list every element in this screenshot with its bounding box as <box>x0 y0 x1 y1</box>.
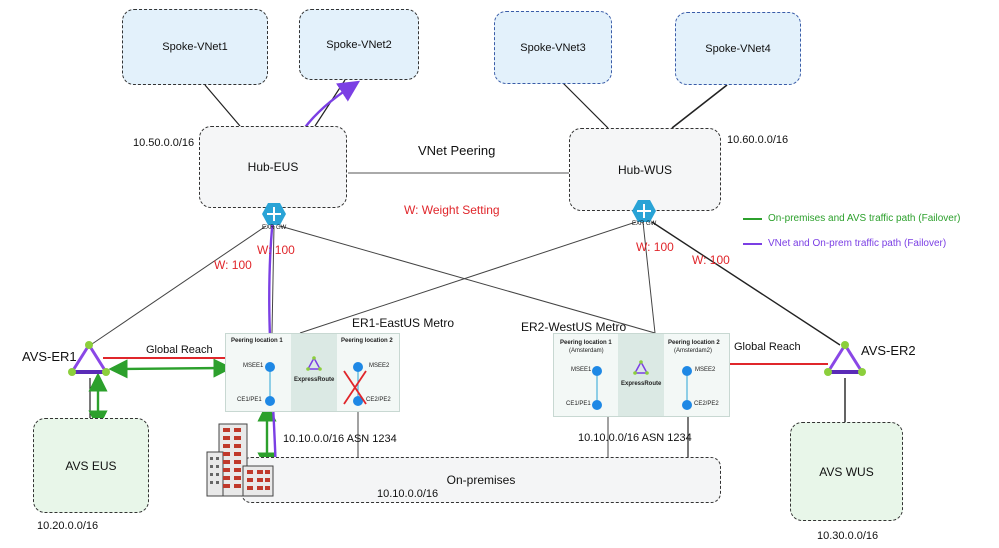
spoke-vnet2-label: Spoke-VNet2 <box>326 38 392 51</box>
onprem-cidr: 10.10.0.0/16 <box>377 488 439 500</box>
er2-card: Peering location 1 (Amsterdam) Peering l… <box>553 333 730 417</box>
er1-card: Peering location 1 Peering location 2 MS… <box>225 333 400 412</box>
link-gw-eus-avs-er1 <box>91 225 267 345</box>
er2-msee2: MSEE2 <box>695 367 716 373</box>
er2-metro-label: ER2-WestUS Metro <box>521 320 627 334</box>
er2-asn-label: 10.10.0.0/16 ASN 1234 <box>578 432 692 444</box>
avs-wus-cidr: 10.30.0.0/16 <box>817 530 879 542</box>
er1-card-graphics <box>265 356 367 406</box>
exr-gw-wus-label: EXR GW <box>632 221 657 227</box>
weight-avs-er1: W: 100 <box>214 258 252 272</box>
link-spoke1-hub-eus <box>204 84 241 127</box>
weight-setting-label: W: Weight Setting <box>404 203 500 217</box>
er1-metro-label: ER1-EastUS Metro <box>352 316 455 330</box>
er2-ce2: CE2/PE2 <box>694 401 719 407</box>
avs-eus: AVS EUS <box>33 418 149 513</box>
avs-wus-label: AVS WUS <box>819 464 874 479</box>
spoke-vnet1-label: Spoke-VNet1 <box>162 41 228 53</box>
weight-avs-er2: W: 100 <box>692 253 730 267</box>
building-icon <box>206 423 274 497</box>
hub-eus: Hub-EUS <box>199 126 347 208</box>
er2-loc2-title: Peering location 2 <box>668 340 720 346</box>
avs-wus: AVS WUS <box>790 422 903 521</box>
er1-fail-x-2 <box>343 370 367 405</box>
er1-ce2: CE2/PE2 <box>366 397 391 403</box>
spoke-vnet4: Spoke-VNet4 <box>675 12 801 85</box>
global-reach-er2-label: Global Reach <box>734 341 801 353</box>
link-gw-eus-er2 <box>279 225 656 334</box>
spoke-vnet4-label: Spoke-VNet4 <box>705 42 771 55</box>
avs-eus-label: AVS EUS <box>65 458 117 473</box>
link-gw-wus-er1 <box>299 221 637 334</box>
onprem-label: On-premises <box>446 473 516 487</box>
er1-loc1-title: Peering location 1 <box>231 338 283 344</box>
hub-eus-label: Hub-EUS <box>247 160 299 174</box>
vnet-peering-label: VNet Peering <box>418 143 496 158</box>
onprem-box: On-premises <box>241 457 721 503</box>
hub-wus-label: Hub-WUS <box>617 162 672 177</box>
avs-er2-icon <box>824 341 866 376</box>
link-gw-wus-avs-er2 <box>651 221 841 346</box>
er1-msee1: MSEE1 <box>243 363 264 369</box>
er1-expressroute-label: ExpressRoute <box>294 377 335 383</box>
er2-loc2-sub: (Amsterdam2) <box>674 348 713 354</box>
avs-er2-label: AVS-ER2 <box>861 343 916 358</box>
gateway-icon <box>262 203 286 225</box>
legend-green-text: On-premises and AVS traffic path (Failov… <box>768 213 961 224</box>
er2-card-graphics <box>592 360 692 410</box>
exr-gw-eus <box>262 203 286 225</box>
link-spoke4-hub-wus <box>671 84 728 129</box>
er2-msee1: MSEE1 <box>571 367 592 373</box>
spoke-vnet3-label: Spoke-VNet3 <box>520 41 586 54</box>
er1-asn-label: 10.10.0.0/16 ASN 1234 <box>283 433 397 445</box>
legend-purple-text: VNet and On-prem traffic path (Failover) <box>768 238 947 249</box>
link-gw-eus-er1 <box>271 225 275 334</box>
er2-ce1: CE1/PE1 <box>566 401 591 407</box>
er2-loc1-sub: (Amsterdam) <box>569 348 604 354</box>
spoke-vnet2: Spoke-VNet2 <box>299 9 419 80</box>
link-spoke3-hub-wus <box>562 82 609 129</box>
hub-eus-cidr: 10.50.0.0/16 <box>133 137 195 149</box>
green-path-horizontal <box>108 358 233 379</box>
er1-ce1: CE1/PE1 <box>237 397 262 403</box>
global-reach-er1-label: Global Reach <box>146 344 213 356</box>
hub-wus-cidr: 10.60.0.0/16 <box>727 134 789 146</box>
exr-gw-eus-label: EXR GW <box>262 225 287 231</box>
er1-card-middle <box>291 334 337 411</box>
weight-gw-eus: W: 100 <box>257 243 295 257</box>
spoke-vnet1: Spoke-VNet1 <box>122 9 268 85</box>
weight-gw-wus: W: 100 <box>636 240 674 254</box>
hub-wus: Hub-WUS <box>569 128 721 211</box>
gateway-icon <box>632 200 656 222</box>
avs-er1-icon <box>68 341 110 376</box>
avs-eus-cidr: 10.20.0.0/16 <box>37 520 99 532</box>
er1-msee2: MSEE2 <box>369 363 390 369</box>
er2-loc1-title: Peering location 1 <box>560 340 612 346</box>
er2-expressroute-label: ExpressRoute <box>621 381 662 387</box>
er1-loc2-title: Peering location 2 <box>341 338 393 344</box>
avs-er1-label: AVS-ER1 <box>22 349 77 364</box>
spoke-vnet3: Spoke-VNet3 <box>494 11 612 84</box>
er2-card-middle <box>618 334 664 416</box>
link-gw-wus-er2 <box>642 221 656 334</box>
exr-gw-wus <box>632 200 656 222</box>
